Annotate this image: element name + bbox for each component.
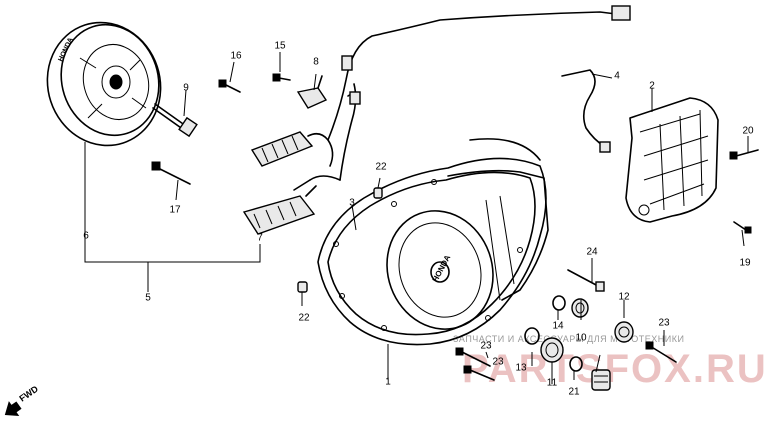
watermark-sub: ЗАПЧАСТИ И АКСЕССУАРЫ ДЛЯ МОТОТЕХНИКИ [453,334,684,344]
callout-11: 11 [547,378,558,389]
callout-17: 17 [169,205,181,216]
watermark: PARTSFOX.RU ЗАПЧАСТИ И АКСЕССУАРЫ ДЛЯ МО… [453,334,768,391]
callout-13: 13 [515,363,527,374]
callout-3: 3 [349,198,355,209]
dowel-pin-lower [297,281,308,293]
cap-12 [614,321,634,343]
stator [242,179,317,235]
sprocket-cover [625,97,719,223]
screw-15 [272,73,291,82]
bolt-24 [567,269,605,292]
callout-24: 24 [586,247,598,258]
fwd-label: FWD [17,383,40,403]
callout-21: 21 [568,387,580,398]
callout-16: 16 [230,51,242,62]
watermark-main: PARTSFOX.RU [462,347,768,391]
callout-10: 10 [575,333,587,344]
group-bracket-5 [84,142,261,292]
wiring-harness [309,5,631,181]
clamp-8 [296,75,328,109]
bolt-20 [729,149,759,160]
seal-14 [552,295,566,311]
pulser-coil [250,131,334,167]
washer-21 [569,356,583,372]
callout-4: 4 [614,71,620,82]
crankcase-cover: HONDA [317,138,549,346]
callout-8: 8 [313,57,319,68]
plug-18 [591,369,611,391]
callout-6: 6 [83,231,89,242]
dowel-pin-upper [373,187,383,199]
bolt-23-left-b [463,365,495,381]
plug-11 [540,337,564,363]
bolt-23-right [645,341,677,363]
callout-23-left-b: 23 [492,357,504,368]
bolt-19 [733,221,752,234]
callout-7: 7 [257,233,263,244]
bracket-4 [561,69,611,153]
flywheel-mark: HONDA [57,37,74,63]
bolt-17 [151,161,191,185]
oil-seal-10 [571,298,589,318]
leader-lines [175,52,749,384]
callout-20: 20 [742,126,754,137]
callout-22-upper: 22 [375,162,387,173]
callout-2: 2 [649,81,655,92]
callout-23-right: 23 [658,318,670,329]
callout-22-lower: 22 [298,313,310,324]
callout-9: 9 [183,83,189,94]
callout-12: 12 [618,292,630,303]
bolt-9 [152,103,198,138]
callout-labels: 1 2 3 4 5 6 7 8 9 10 11 12 13 14 15 16 1… [83,41,754,398]
callout-5: 5 [145,293,151,304]
callout-23-left: 23 [480,341,492,352]
o-ring-13 [524,327,540,345]
flywheel: HONDA [46,21,162,147]
bolt-23-left-a [455,347,491,367]
fwd-indicator: FWD [4,383,40,416]
callout-15: 15 [274,41,286,52]
callout-19: 19 [739,258,751,269]
callout-14: 14 [552,321,564,332]
bolt-16 [218,79,241,93]
cover-bolt-holes [333,179,523,331]
callout-1: 1 [385,377,391,388]
